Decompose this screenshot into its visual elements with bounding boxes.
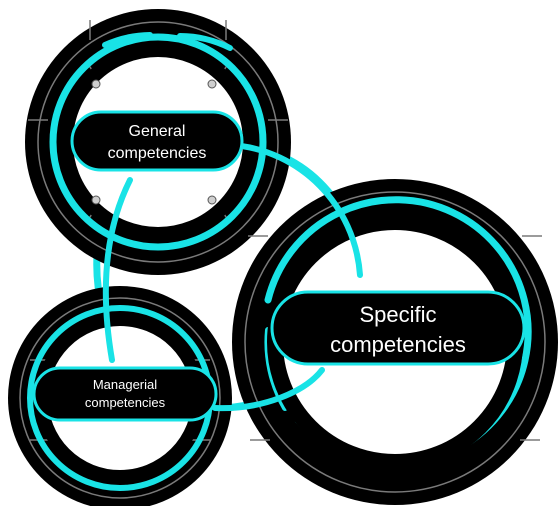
managerial-ring bbox=[8, 286, 232, 506]
managerial-pill[interactable]: Managerial competencies bbox=[32, 366, 218, 422]
general-label-line1: General bbox=[129, 123, 186, 140]
specific-label-line2: competencies bbox=[330, 332, 466, 357]
specific-label-line1: Specific bbox=[359, 302, 436, 327]
general-pill[interactable]: General competencies bbox=[70, 110, 244, 172]
managerial-label-line1: Managerial bbox=[93, 377, 157, 392]
general-label-line2: competencies bbox=[108, 145, 207, 162]
specific-pill[interactable]: Specific competencies bbox=[270, 290, 526, 366]
managerial-label-line2: competencies bbox=[85, 395, 166, 410]
